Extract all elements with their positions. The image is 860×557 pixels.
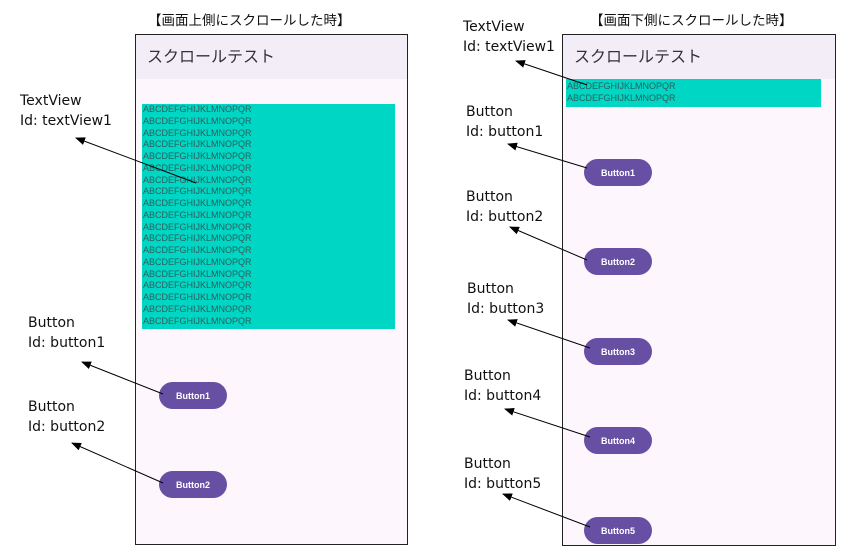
right-textview: ABCDEFGHIJKLMNOPQR ABCDEFGHIJKLMNOPQR [566, 79, 821, 107]
left-button2[interactable]: Button2 [159, 471, 227, 498]
right-button4[interactable]: Button4 [584, 427, 652, 454]
label-widget-type: Button [28, 315, 75, 331]
right-caption: 【画面下側にスクロールした時】 [590, 13, 793, 29]
right-label-button5: Button Id: button5 [464, 454, 541, 494]
left-textview-line: ABCDEFGHIJKLMNOPQR [143, 151, 252, 161]
left-button1[interactable]: Button1 [159, 382, 227, 409]
right-button3[interactable]: Button3 [584, 338, 652, 365]
label-widget-type: Button [466, 104, 513, 120]
label-widget-type: Button [28, 399, 75, 415]
left-textview-line: ABCDEFGHIJKLMNOPQR [143, 127, 252, 138]
label-widget-id: Id: button4 [464, 388, 542, 404]
label-widget-id: Id: button2 [28, 419, 106, 435]
right-label-button2: Button Id: button2 [466, 187, 543, 227]
label-widget-id: Id: button2 [466, 209, 544, 225]
left-textview-line: ABCDEFGHIJKLMNOPQR [143, 303, 252, 314]
left-textview-line: ABCDEFGHIJKLMNOPQR [143, 233, 252, 244]
label-widget-id: Id: button1 [28, 335, 106, 351]
right-phone-screen: スクロールテスト ABCDEFGHIJKLMNOPQR ABCDEFGHIJKL… [562, 34, 836, 546]
left-label-button1: Button Id: button1 [28, 313, 105, 353]
left-textview-line: ABCDEFGHIJKLMNOPQR [143, 162, 252, 173]
label-widget-type: TextView [463, 19, 525, 35]
right-button1[interactable]: Button1 [584, 159, 652, 186]
left-textview-line: ABCDEFGHIJKLMNOPQR [143, 198, 252, 208]
label-widget-id: Id: button5 [464, 476, 542, 492]
left-textview-line: ABCDEFGHIJKLMNOPQR [143, 104, 252, 114]
left-textview-line: ABCDEFGHIJKLMNOPQR [143, 221, 252, 232]
left-label-textview1: TextView Id: textView1 [20, 91, 112, 131]
label-widget-type: TextView [20, 93, 82, 109]
left-textview-line: ABCDEFGHIJKLMNOPQR [143, 268, 252, 279]
left-textview-line: ABCDEFGHIJKLMNOPQR [143, 292, 252, 302]
label-widget-id: Id: button1 [466, 124, 544, 140]
label-widget-id: Id: button3 [467, 301, 545, 317]
left-textview-line: ABCDEFGHIJKLMNOPQR [143, 280, 252, 291]
label-widget-id: Id: textView1 [20, 113, 112, 129]
right-button2[interactable]: Button2 [584, 248, 652, 275]
label-widget-type: Button [467, 281, 514, 297]
left-caption: 【画面上側にスクロールした時】 [148, 13, 351, 29]
right-textview-line: ABCDEFGHIJKLMNOPQR [567, 81, 676, 91]
left-app-bar-title: スクロールテスト [136, 35, 407, 79]
right-label-button1: Button Id: button1 [466, 102, 543, 142]
label-widget-type: Button [464, 368, 511, 384]
label-widget-id: Id: textView1 [463, 39, 555, 55]
left-textview: ABCDEFGHIJKLMNOPQR ABCDEFGHIJKLMNOPQR AB… [142, 104, 395, 329]
right-textview-line: ABCDEFGHIJKLMNOPQR [567, 92, 676, 103]
right-button5[interactable]: Button5 [584, 517, 652, 544]
left-textview-line: ABCDEFGHIJKLMNOPQR [143, 245, 252, 255]
left-textview-line: ABCDEFGHIJKLMNOPQR [143, 174, 252, 185]
left-textview-line: ABCDEFGHIJKLMNOPQR [143, 209, 252, 220]
right-label-button4: Button Id: button4 [464, 366, 541, 406]
left-phone-screen: スクロールテスト ABCDEFGHIJKLMNOPQR ABCDEFGHIJKL… [135, 34, 408, 545]
label-widget-type: Button [466, 189, 513, 205]
left-textview-line: ABCDEFGHIJKLMNOPQR [143, 256, 252, 267]
label-widget-type: Button [464, 456, 511, 472]
left-textview-line: ABCDEFGHIJKLMNOPQR [143, 115, 252, 126]
right-label-button3: Button Id: button3 [467, 279, 544, 319]
left-label-button2: Button Id: button2 [28, 397, 105, 437]
left-textview-line: ABCDEFGHIJKLMNOPQR [143, 315, 252, 326]
right-app-bar-title: スクロールテスト [563, 35, 835, 79]
right-label-textview1: TextView Id: textView1 [463, 17, 555, 57]
left-textview-line: ABCDEFGHIJKLMNOPQR [143, 186, 252, 197]
left-textview-line: ABCDEFGHIJKLMNOPQR [143, 139, 252, 150]
